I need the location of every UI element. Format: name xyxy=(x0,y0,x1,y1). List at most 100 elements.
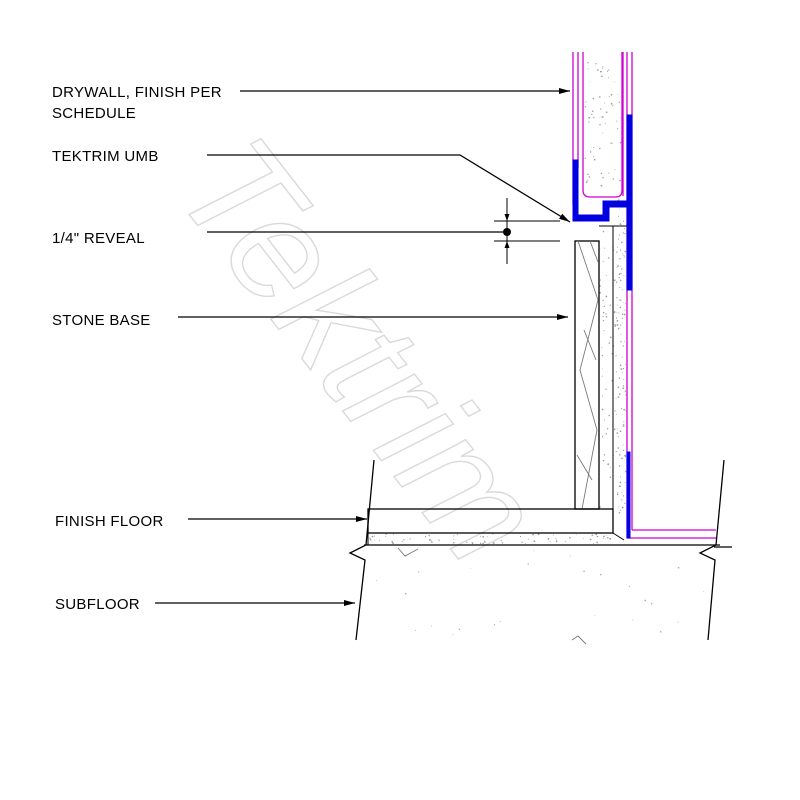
stipple-dot xyxy=(584,106,586,108)
stipple-dot xyxy=(616,432,619,434)
stipple-dot xyxy=(452,634,454,636)
stipple-dot xyxy=(470,568,471,569)
stipple-dot xyxy=(609,467,611,469)
stipple-dot xyxy=(602,311,605,314)
stipple-dot xyxy=(623,275,625,277)
stipple-dot xyxy=(617,447,620,449)
stipple-dot xyxy=(622,301,624,303)
stipple-dot xyxy=(482,542,484,545)
stipple-dot xyxy=(620,408,623,410)
stipple-dot xyxy=(600,172,603,175)
stipple-dot xyxy=(621,241,623,243)
stipple-dot xyxy=(373,535,376,537)
stipple-dot xyxy=(604,122,606,124)
stipple-dot xyxy=(608,69,610,71)
stipple-dot xyxy=(600,70,602,73)
stipple-dot xyxy=(618,273,621,275)
stipple-dot xyxy=(618,277,620,279)
subfloor-speckle xyxy=(369,533,705,636)
stipple-dot xyxy=(484,541,486,543)
stipple-dot xyxy=(591,534,594,536)
stipple-dot xyxy=(533,540,536,543)
stipple-dot xyxy=(492,533,494,535)
stipple-dot xyxy=(621,499,623,501)
right-break-line xyxy=(698,459,725,641)
stipple-dot xyxy=(624,482,626,484)
stipple-dot xyxy=(622,449,625,452)
stipple-dot xyxy=(555,540,558,543)
stipple-dot xyxy=(617,328,620,330)
stipple-dot xyxy=(607,77,610,79)
stipple-dot xyxy=(456,534,458,536)
stipple-dot xyxy=(617,396,620,398)
stipple-dot xyxy=(624,391,626,393)
stipple-dot xyxy=(622,253,624,255)
stipple-dot xyxy=(609,537,612,540)
stipple-dot xyxy=(596,535,599,538)
stipple-dot xyxy=(618,208,620,210)
stipple-dot xyxy=(616,266,618,268)
stipple-dot xyxy=(492,543,494,545)
stipple-dot xyxy=(600,116,602,118)
stipple-dot xyxy=(482,536,485,538)
stipple-dot xyxy=(621,268,623,270)
setting-bed-speckle xyxy=(599,227,627,511)
stipple-dot xyxy=(430,540,432,542)
stipple-dot xyxy=(623,313,626,316)
stipple-dot xyxy=(607,463,610,466)
stipple-dot xyxy=(615,281,618,283)
stipple-dot xyxy=(385,533,387,535)
stipple-dot xyxy=(589,151,592,153)
stipple-dot xyxy=(606,428,609,430)
stipple-dot xyxy=(602,66,604,68)
stipple-dot xyxy=(575,533,577,535)
label-drywall-line1: DRYWALL, FINISH PER xyxy=(52,84,222,101)
leader-tektrim xyxy=(207,154,571,223)
stipple-dot xyxy=(616,428,618,430)
label-subfloor: SUBFLOOR xyxy=(55,596,140,613)
stipple-dot xyxy=(608,96,610,97)
trim-reveal-channel xyxy=(572,159,628,222)
stipple-dot xyxy=(614,310,616,312)
stipple-dot xyxy=(585,181,588,183)
stipple-dot xyxy=(599,96,601,98)
trim-vertical-flange xyxy=(626,114,633,291)
stipple-dot xyxy=(466,541,468,543)
stipple-dot xyxy=(369,538,372,541)
stipple-dot xyxy=(599,123,601,126)
stipple-dot xyxy=(403,539,405,541)
stipple-dot xyxy=(618,393,621,395)
stipple-dot xyxy=(601,346,603,348)
stipple-dot xyxy=(602,537,604,539)
stipple-dot xyxy=(616,128,619,130)
label-stone-base: STONE BASE xyxy=(52,312,151,329)
stipple-dot xyxy=(583,570,585,573)
stipple-dot xyxy=(621,491,623,493)
stipple-dot xyxy=(619,306,622,309)
wall-insulation-speckle xyxy=(584,62,627,514)
stipple-dot xyxy=(614,81,616,83)
stipple-dot xyxy=(616,297,618,299)
stipple-dot xyxy=(613,279,616,282)
stipple-dot xyxy=(602,315,604,318)
stipple-dot xyxy=(592,97,595,100)
stipple-dot xyxy=(528,538,530,540)
stipple-dot xyxy=(625,390,626,392)
stipple-dot xyxy=(549,540,551,542)
stipple-dot xyxy=(621,313,624,316)
stipple-dot xyxy=(414,629,417,631)
stipple-dot xyxy=(618,511,621,514)
stipple-dot xyxy=(621,318,623,320)
stipple-dot xyxy=(393,533,395,535)
stipple-dot xyxy=(622,232,624,234)
stipple-dot xyxy=(603,330,605,332)
stipple-dot xyxy=(624,309,626,311)
stipple-dot xyxy=(620,510,621,511)
stipple-dot xyxy=(616,493,619,496)
stipple-dot xyxy=(620,368,623,370)
stipple-dot xyxy=(616,304,618,306)
stipple-dot xyxy=(610,336,612,339)
stipple-dot xyxy=(622,424,625,426)
stipple-dot xyxy=(618,101,621,103)
